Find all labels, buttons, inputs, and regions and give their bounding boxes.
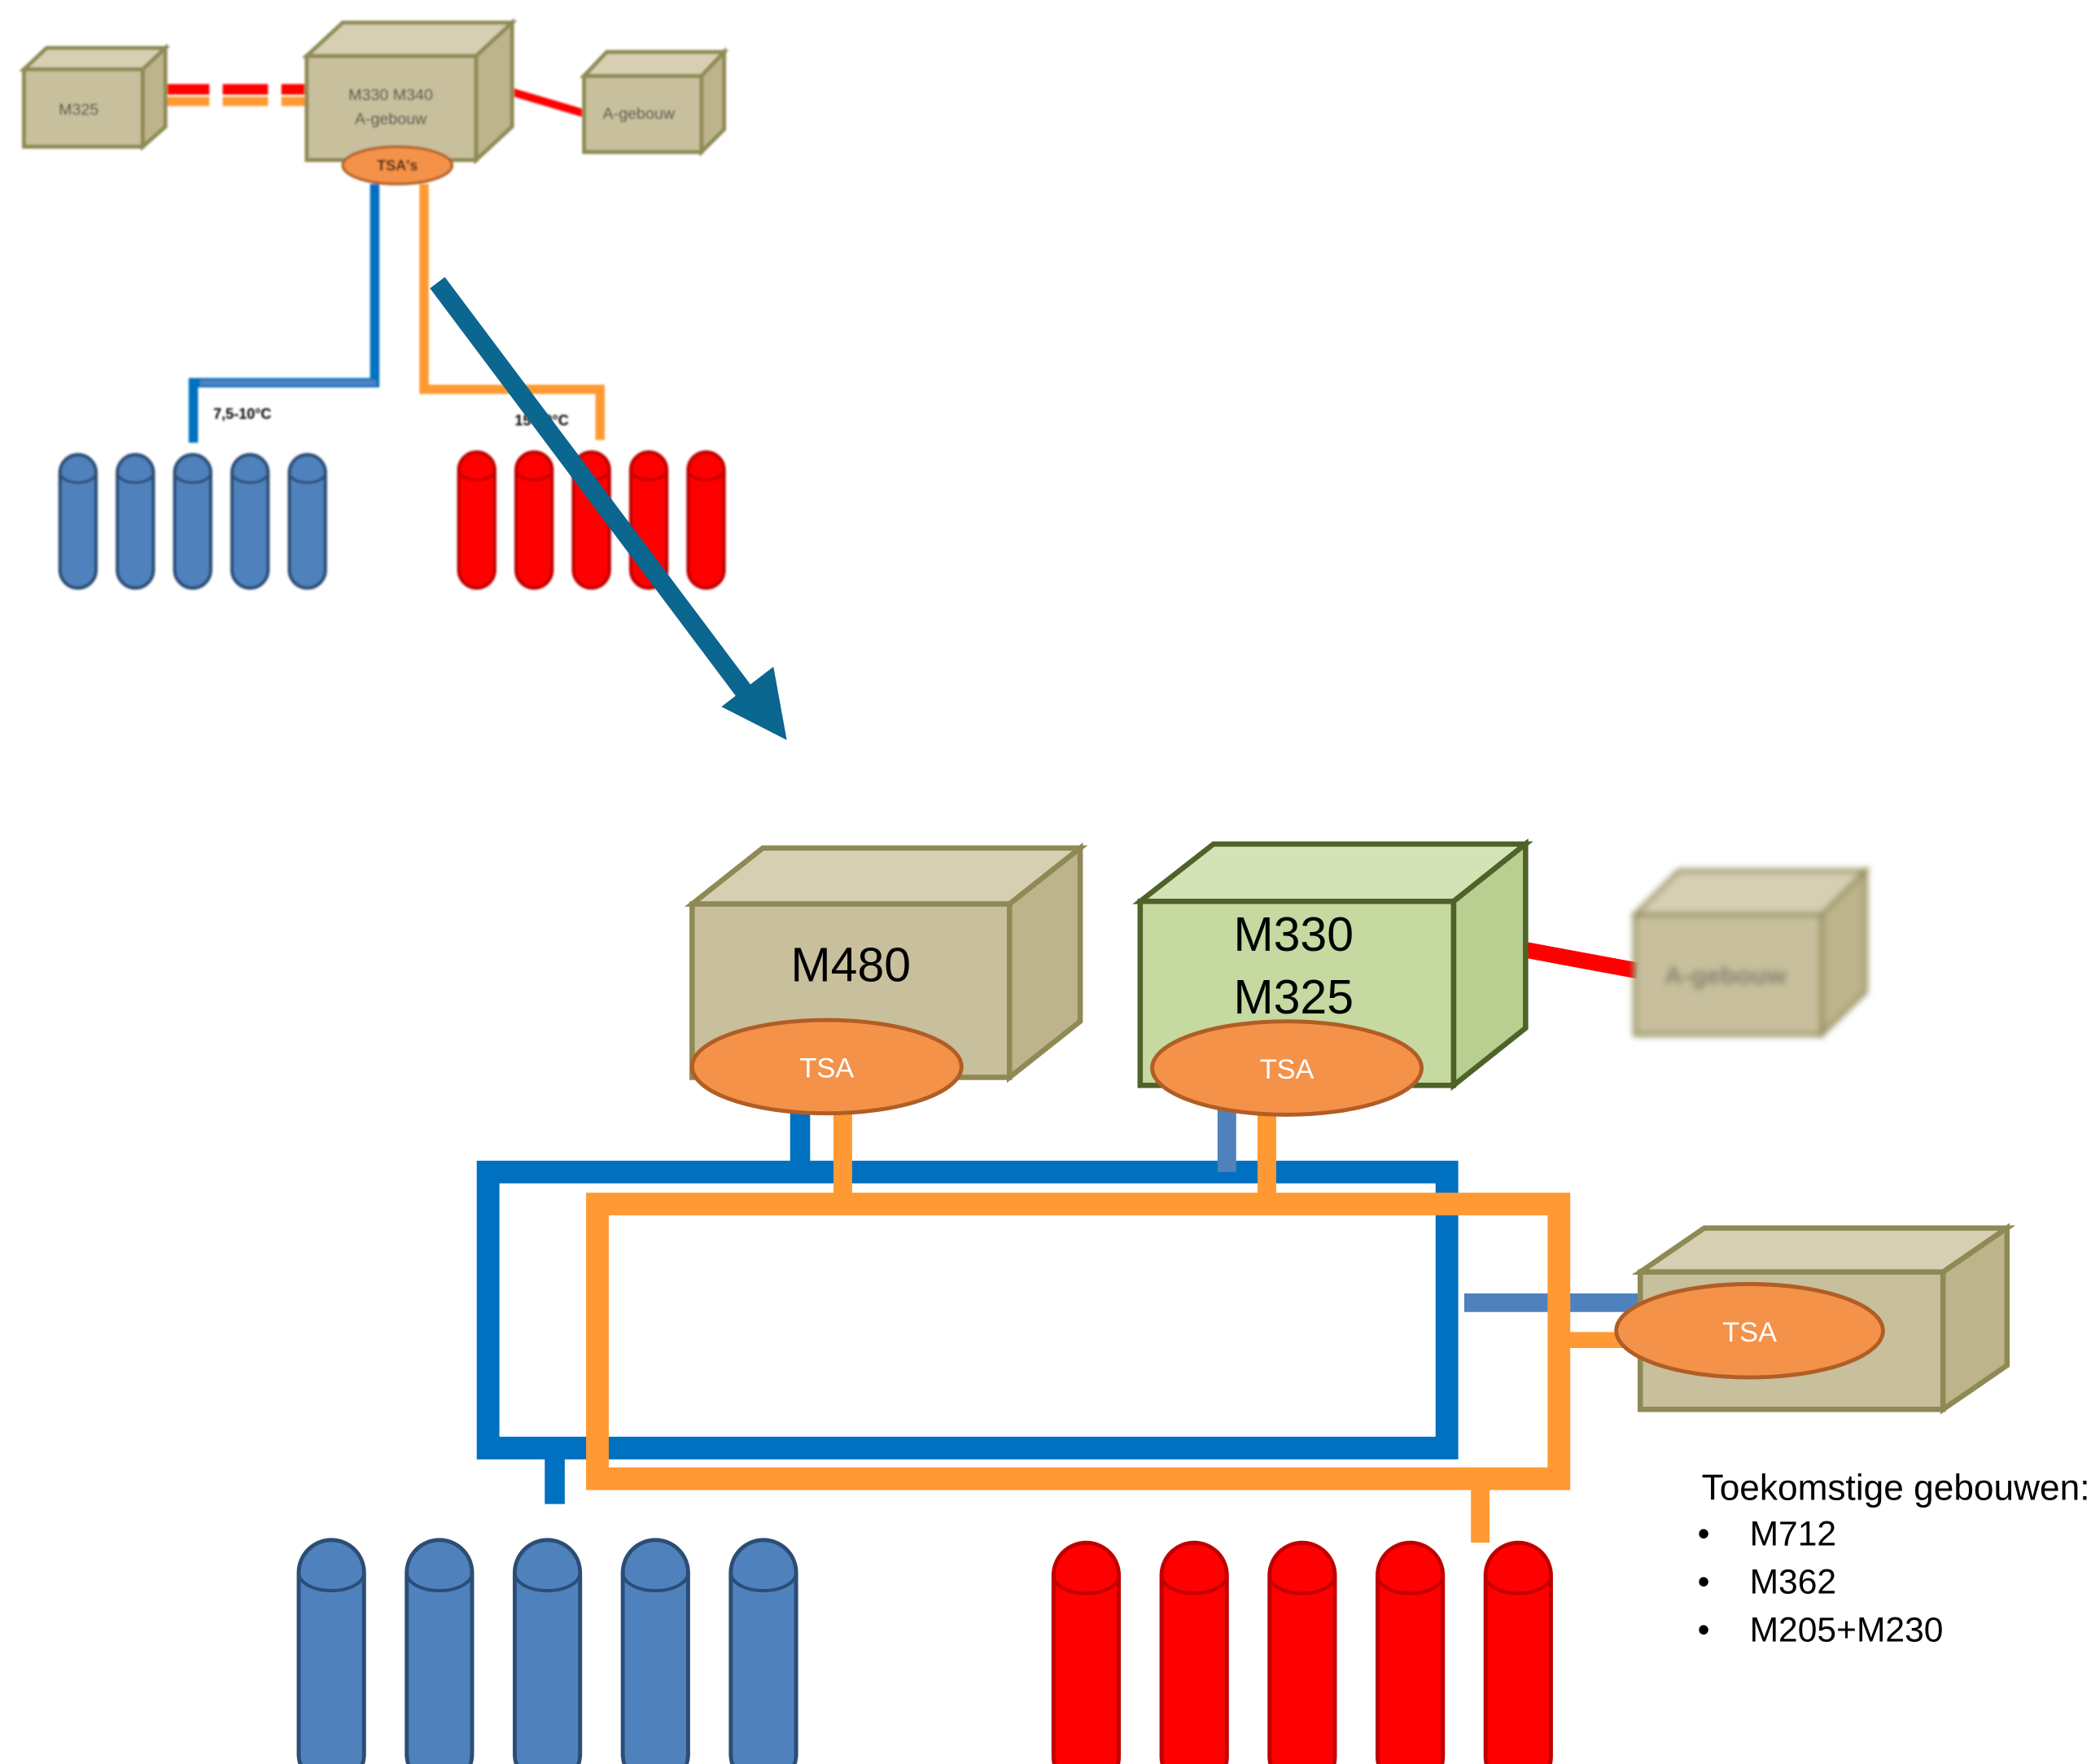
cold-tank [728,1538,798,1764]
warm-tank-rim [1052,1575,1121,1595]
warm-tank [1051,1540,1122,1764]
warm-tanks-after [1051,1540,1553,1764]
a-building-link-after [1521,941,1639,979]
cold-tank-rim [287,472,327,484]
warm-tank [514,450,554,590]
cold-tank-rim [728,1572,798,1593]
cold-tank-rim [173,472,212,484]
future-building: TSA [1614,1223,2016,1415]
green-tsa-label: TSA [1260,1054,1315,1085]
notes-item: M712 [1750,1514,1837,1553]
m325-box: M325 [19,43,171,151]
cold-tank-rim [296,1572,366,1593]
future-buildings-notes: Toekomstige gebouwen: • M712 • M362 • M2… [1698,1469,2090,1650]
warm-tank [1376,1540,1446,1764]
warm-tank-rim [514,470,553,482]
warm-tank [1159,1540,1229,1764]
warm-tank-rim [1376,1575,1445,1595]
tsa-ellipse-before: TSA's [341,145,454,186]
a-building-label: A-gebouw [603,105,676,123]
notes-item: M362 [1750,1562,1837,1601]
warm-tank-rim [1484,1575,1553,1595]
a-building-box: A-gebouw [579,46,729,157]
cold-tank [512,1538,583,1764]
transition-arrow [430,277,787,741]
cold-tank [58,453,98,590]
cold-tank [173,453,212,590]
cold-tank-rim [405,1572,475,1593]
m325-label: M325 [59,101,98,119]
cold-tank [620,1538,690,1764]
cold-tank [405,1538,475,1764]
warm-tank [457,450,497,590]
cold-tanks-after [296,1538,798,1764]
warm-loop [586,1109,1638,1543]
green-building-label-2: M325 [1233,971,1354,1024]
cold-tank-rim [116,472,155,484]
cold-loop [476,1109,1654,1504]
cold-tank-rim [230,472,269,484]
cold-temp-label: 7,5-10°C [213,405,271,422]
m480-tsa: TSA [689,1018,964,1116]
a-building-after-label: A-gebouw [1664,961,1787,990]
cold-tanks-before [58,453,327,590]
cold-tank [296,1538,366,1764]
m325-link-dashed [164,84,310,107]
cold-tank-rim [513,1572,582,1593]
main-building-box: M330 M340 A-gebouw [301,18,518,165]
warm-tank-rim [1159,1575,1229,1595]
m480-tsa-label: TSA [799,1053,854,1084]
cold-tank [230,453,270,590]
future-tsa: TSA [1614,1281,1885,1380]
warm-tank-rim [457,470,497,482]
cold-tank [116,453,155,590]
a-building-after: A-gebouw [1629,865,1871,1040]
warm-tank [1267,1540,1337,1764]
notes-bullet: • [1698,1562,1710,1601]
notes-bullet: • [1698,1610,1710,1649]
warm-tank-rim [1267,1575,1337,1595]
warm-tank [686,450,726,590]
warm-tank-rim [686,470,726,482]
green-building: M330 M325 TSA [1132,838,1533,1117]
notes-item: M205+M230 [1750,1610,1944,1649]
cold-pipe-before [188,184,380,443]
green-building-label-1: M330 [1233,908,1354,961]
main-building-label-1: M330 M340 [348,86,433,104]
future-tsa-label: TSA [1722,1317,1777,1348]
cold-tank-rim [621,1572,690,1593]
warm-tank [1483,1540,1553,1764]
warm-tank-rim [629,470,668,482]
before-diagram: M325 M330 M340 A-gebouw A-gebouw TSA's 7… [19,18,729,590]
cold-tank-rim [59,472,98,484]
green-tsa: TSA [1150,1019,1424,1117]
a-building-link [510,88,586,117]
tsa-label-before: TSA's [377,158,418,174]
notes-bullet: • [1698,1514,1710,1553]
main-building-label-2: A-gebouw [355,110,427,128]
notes-title: Toekomstige gebouwen: [1702,1469,2090,1508]
m480-label: M480 [791,939,912,992]
warm-tanks-before [457,450,726,590]
m480-building: M480 TSA [684,842,1088,1116]
cold-tank [287,453,327,590]
